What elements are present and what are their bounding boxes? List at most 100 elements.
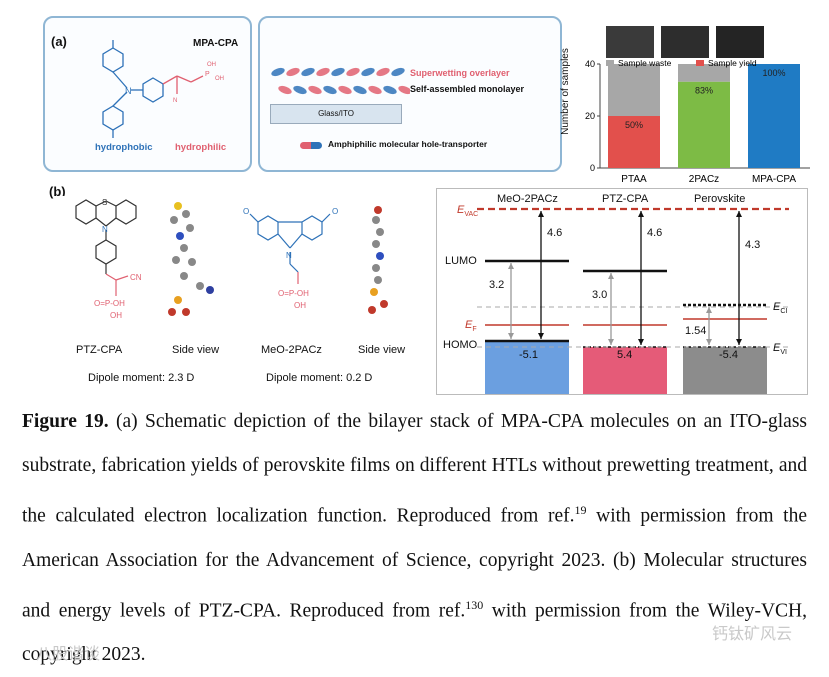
amphiphile-molecule (391, 67, 405, 77)
legend-swatch-yield (696, 60, 704, 66)
amphiphile-molecule (398, 85, 410, 95)
amphiphile-molecule (301, 67, 315, 77)
homo-val-3: -5.4 (719, 349, 738, 361)
hydrophilic-label: hydrophilic (175, 142, 227, 153)
arrow-meo-gap-head-bottom (508, 333, 514, 339)
evac-label: EVAC (457, 204, 478, 218)
ptz-n: N (102, 225, 108, 234)
atom (376, 252, 384, 260)
atom (374, 206, 382, 214)
ptz-oph: O=P-OH (94, 299, 125, 308)
figure-caption: Figure 19. (a) Schematic depiction of th… (22, 400, 807, 677)
meo-n: N (286, 251, 292, 260)
atom (170, 216, 178, 224)
caption-fig-label: Figure 19. (22, 411, 109, 432)
amphiphile-molecule (271, 67, 285, 77)
dipole-2: Dipole moment: 0.2 D (266, 372, 373, 384)
substrate-block: Glass/ITO (270, 104, 402, 124)
atom (182, 210, 190, 218)
legend-label: Amphiphilic molecular hole-transporter (328, 139, 488, 149)
bar-yield (608, 116, 660, 168)
atom (176, 232, 184, 240)
photo-1 (606, 26, 654, 58)
panel-a-label: (a) (51, 34, 67, 49)
atom (174, 296, 182, 304)
side-view-2: Side view (358, 344, 406, 356)
amphiphile-molecule (368, 85, 382, 95)
atom (370, 288, 378, 296)
arrow-pvk-head-bottom (736, 339, 742, 345)
amphiphile-molecule (353, 85, 367, 95)
meo-side-view (368, 206, 388, 314)
col-1-label: MeO-2PACz (497, 193, 558, 205)
atom (374, 276, 382, 284)
arrow-ptz-head-top (638, 211, 644, 217)
bar-value-label: 83% (695, 86, 713, 96)
mol2-name: MeO-2PACz (261, 344, 322, 356)
atom (188, 258, 196, 266)
side-view-1: Side view (172, 344, 220, 356)
mpa-cpa-structure: N P OH OH N (102, 40, 224, 138)
arrow-ptz-head-bottom (638, 339, 644, 345)
svg-text:N: N (125, 86, 132, 96)
ef-e: E (465, 319, 473, 331)
y-tick-label: 0 (590, 163, 595, 173)
meo-oph: O=P-OH (278, 289, 309, 298)
val-l2: 3.0 (592, 289, 608, 301)
legend-waste: Sample waste (618, 60, 672, 68)
hydrophobic-label: hydrophobic (95, 142, 153, 153)
atom (172, 256, 180, 264)
ef-sub: F (472, 326, 477, 334)
ptz-cpa-structure: S N CN O=P-OH OH (75, 198, 142, 320)
arrow-meo-head-top (538, 211, 544, 217)
panel-a-stack: Glass/ITO Superwetting overlayer Self-as… (258, 16, 562, 172)
ptz-cn: CN (130, 273, 142, 282)
caption-text-1: (a) Schematic depiction of the bilayer s… (22, 411, 807, 527)
atom (376, 228, 384, 236)
homo-val-1: -5.1 (519, 349, 538, 361)
evac-e: E (457, 204, 465, 216)
atom (174, 202, 182, 210)
caption-ref-2: 130 (465, 597, 484, 612)
val-m2: 4.6 (647, 227, 663, 239)
atom (196, 282, 204, 290)
arrow-pvk-gap-head-top (706, 307, 712, 313)
bar-waste (678, 64, 730, 82)
atom (372, 264, 380, 272)
bar-yield (678, 81, 730, 168)
atom (372, 216, 380, 224)
y-tick-label: 40 (585, 60, 595, 69)
sam-label: Self-assembled monolayer (410, 84, 525, 94)
amphiphile-molecule (338, 85, 352, 95)
atom (372, 240, 380, 248)
molecule-title: MPA-CPA (193, 38, 239, 49)
amphiphile-molecule (323, 85, 337, 95)
homo-label: HOMO (443, 339, 478, 351)
legend-swatch (300, 142, 322, 149)
evac-sub: VAC (464, 211, 479, 219)
panel-b-label: (b) (49, 184, 66, 199)
homo-box (683, 347, 767, 394)
amphiphile-molecule (286, 67, 300, 77)
atom (168, 308, 176, 316)
homo-val-2: 5.4 (617, 349, 633, 361)
val-l3: 1.54 (685, 325, 707, 337)
homo-box (583, 347, 667, 394)
meo-o1: O (243, 207, 249, 216)
ptz-side-view (168, 202, 214, 316)
bar-value-label: 50% (625, 120, 643, 130)
atom (182, 308, 190, 316)
atom (180, 244, 188, 252)
arrow-meo-head-bottom (538, 333, 544, 339)
ecl-sub: CI (780, 308, 788, 316)
evl-sub: VI (780, 349, 787, 357)
watermark-left: 八股谐谈 (36, 646, 101, 663)
x-tick-label: PTAA (621, 174, 647, 185)
atom (368, 306, 376, 314)
photo-2 (661, 26, 709, 58)
energy-svg (477, 207, 789, 394)
y-tick-label: 20 (585, 111, 595, 121)
superwetting-label: Superwetting overlayer (410, 68, 510, 78)
homo-box (485, 341, 569, 394)
